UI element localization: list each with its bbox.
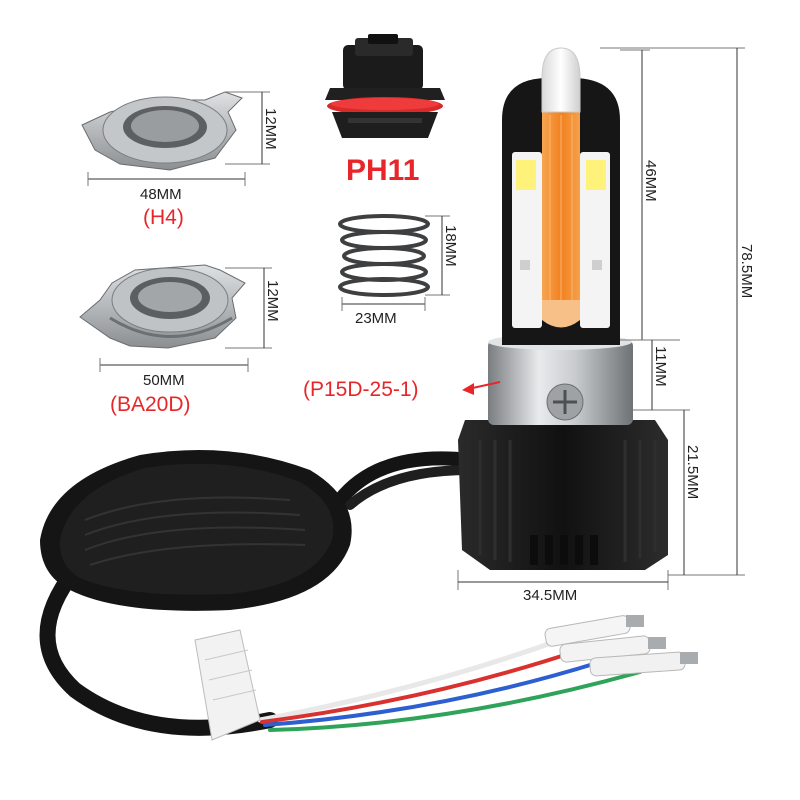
spring-icon — [338, 214, 430, 297]
driver-box-icon — [40, 450, 352, 611]
spring-height-dimension — [425, 215, 450, 296]
h4-height-dimension — [225, 91, 270, 165]
h4-height-label: 12MM — [262, 108, 279, 150]
ba20d-width-dimension — [99, 358, 249, 372]
body-width-dimension — [457, 570, 669, 590]
h4-width-label: 48MM — [140, 186, 182, 203]
total-height-dimension — [600, 47, 745, 576]
socket-height-dimension — [633, 339, 690, 411]
head-height-label: 46MM — [642, 160, 659, 202]
body-height-dimension — [668, 410, 692, 576]
total-height-label: 78.5MM — [738, 244, 755, 298]
h4-adapter-ring-icon — [81, 91, 243, 171]
led-bulb-icon — [458, 47, 668, 570]
arrow-left-icon — [462, 381, 501, 395]
spring-height-label: 18MM — [442, 225, 459, 267]
body-width-label: 34.5MM — [523, 587, 577, 604]
base-name-label: (P15D-25-1) — [303, 378, 419, 401]
h4-width-dimension — [87, 172, 246, 186]
socket-height-label: 11MM — [652, 346, 669, 387]
ba20d-height-dimension — [225, 267, 272, 349]
wire-sleeve — [194, 629, 261, 741]
wire-harness — [39, 451, 642, 736]
ph11-name-label: PH11 — [346, 154, 419, 187]
ba20d-adapter-ring-icon — [79, 264, 246, 349]
ba20d-name-label: (BA20D) — [110, 393, 191, 416]
body-height-label: 21.5MM — [684, 445, 701, 499]
spring-width-label: 23MM — [355, 310, 397, 327]
ba20d-width-label: 50MM — [143, 372, 185, 389]
ba20d-height-label: 12MM — [264, 280, 281, 322]
spring-width-dimension — [341, 297, 426, 311]
ph11-socket-icon — [325, 34, 445, 138]
wire-connector-icon — [544, 615, 698, 677]
h4-name-label: (H4) — [143, 206, 184, 229]
